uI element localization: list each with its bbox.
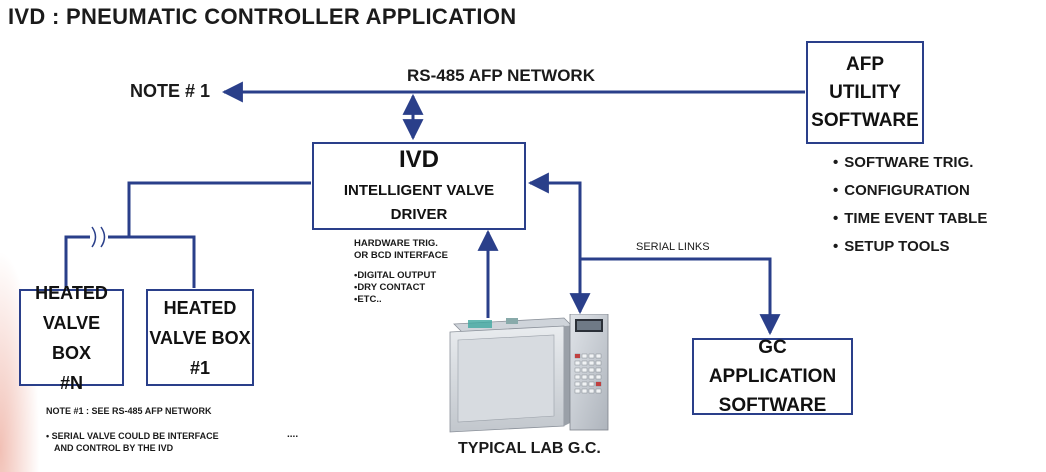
gc-application-software-box: GC APPLICATION SOFTWARE [692, 337, 853, 416]
valve-box-line: VALVE BOX [42, 312, 101, 363]
gc-label: TYPICAL LAB G.C. [458, 440, 601, 457]
heated-valve-box-n: HEATED VALVE BOX #N [19, 283, 124, 393]
hardware-note-item: •DRY CONTACT [354, 282, 426, 293]
gas-chromatograph-image [449, 314, 609, 433]
serial-link-gcapp [580, 257, 781, 336]
afp-line: SOFTWARE [811, 109, 919, 131]
valve-box-line: HEATED [163, 297, 237, 318]
footnote-bullet-line: AND CONTROL BY THE IVD [54, 443, 174, 453]
hardware-trigger-note: HARDWARE TRIG. OR BCD INTERFACE •DIGITAL… [354, 238, 448, 306]
gcapp-line: GC APPLICATION [708, 337, 837, 387]
hardware-note-item: •ETC.. [354, 294, 382, 305]
afp-utility-software-box: AFP UTILITY SOFTWARE [806, 41, 924, 144]
serial-link-gc [527, 172, 591, 315]
footnote-block: NOTE #1 : SEE RS-485 AFP NETWORK • SERIA… [46, 405, 219, 454]
heated-valve-box-1: HEATED VALVE BOX #1 [146, 289, 254, 386]
ivd-valve-link [127, 181, 311, 237]
footnote-note1: NOTE #1 : SEE RS-485 AFP NETWORK [46, 406, 212, 416]
ivd-box: IVD INTELLIGENT VALVE DRIVER [312, 142, 526, 230]
network-label: RS-485 AFP NETWORK [407, 66, 595, 85]
hardware-note-item: •DIGITAL OUTPUT [354, 270, 437, 281]
afp-feature-list: •SOFTWARE TRIG. •CONFIGURATION •TIME EVE… [833, 154, 987, 266]
afp-feature-item: •SETUP TOOLS [833, 238, 950, 255]
gcapp-line: SOFTWARE [718, 395, 827, 416]
afp-line: AFP [846, 53, 884, 75]
valve-box-line: #N [59, 372, 83, 393]
note-reference: NOTE # 1 [130, 81, 211, 101]
hardware-note-line: HARDWARE TRIG. [354, 238, 438, 249]
afp-line: UTILITY [829, 81, 901, 103]
footnote-ellipsis: .... [287, 429, 299, 440]
valve-box-line: HEATED [35, 282, 108, 303]
hardware-note-line: OR BCD INTERFACE [354, 250, 448, 261]
footnote-bullet-line: • SERIAL VALVE COULD BE INTERFACE [46, 431, 219, 441]
valve-bus-right [108, 235, 196, 288]
serial-links-label: SERIAL LINKS [636, 241, 710, 253]
afp-feature-item: •TIME EVENT TABLE [833, 210, 988, 227]
page-title: IVD : PNEUMATIC CONTROLLER APPLICATION [8, 4, 517, 29]
valve-box-line: #1 [189, 357, 211, 378]
bus-break-symbol [91, 226, 106, 248]
ivd-title: IVD [398, 146, 439, 173]
afp-feature-item: •CONFIGURATION [833, 182, 970, 199]
afp-feature-item: •SOFTWARE TRIG. [833, 154, 974, 171]
ivd-subtitle: INTELLIGENT VALVE DRIVER [343, 182, 495, 223]
valve-bus-left [64, 235, 90, 288]
valve-box-line: VALVE BOX [149, 327, 251, 348]
